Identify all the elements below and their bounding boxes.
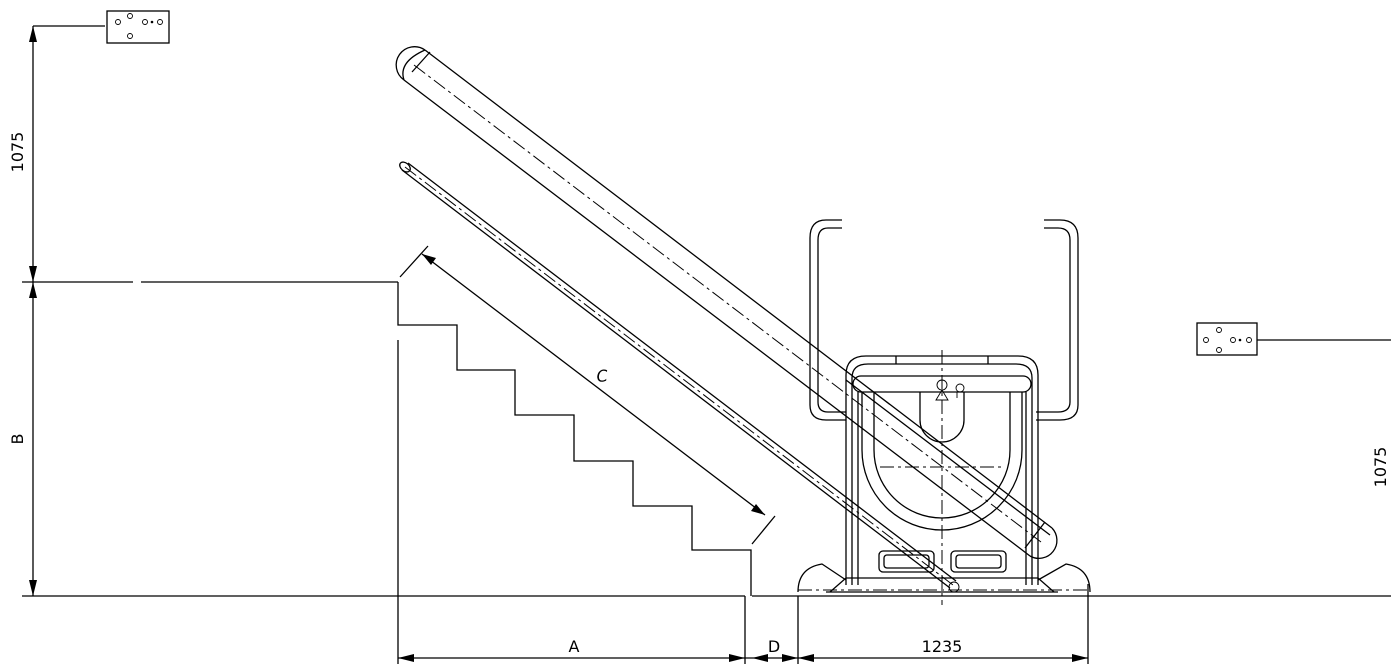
call-station-icon-top [106, 10, 170, 44]
call-station-icon-right [1196, 322, 1391, 356]
stairlift-chair [797, 219, 1091, 605]
left-vertical-dimension [29, 25, 105, 596]
dimension-1235: 1235 [922, 637, 963, 656]
dimension-d: D [768, 637, 780, 656]
dimension-c: C [596, 366, 610, 386]
handrail [399, 161, 960, 593]
bottom-dimensions [398, 584, 1089, 664]
dimension-1075-right: 1075 [1371, 447, 1390, 488]
dimension-b: B [8, 434, 27, 445]
dimension-1075-top: 1075 [8, 132, 27, 173]
dimension-a: A [569, 637, 580, 656]
staircase-profile [397, 282, 752, 596]
main-rail-tube [395, 46, 1058, 559]
diagonal-dimension-c [399, 245, 776, 545]
